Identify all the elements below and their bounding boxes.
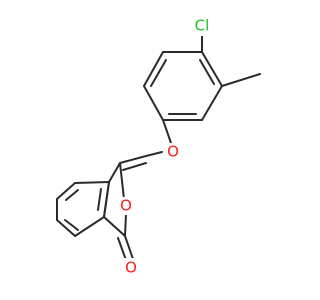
bond bbox=[117, 237, 127, 261]
atom-ring-oxygen: O bbox=[118, 197, 134, 215]
bond bbox=[74, 216, 105, 237]
bond bbox=[201, 51, 223, 87]
ring-oxygen-label: O bbox=[120, 197, 132, 215]
bond bbox=[56, 182, 76, 200]
bond bbox=[103, 216, 126, 237]
bond bbox=[122, 162, 147, 171]
bond bbox=[108, 162, 121, 183]
ether-oxygen-label: O bbox=[167, 143, 179, 161]
structure-canvas: Cl O O O bbox=[56, 16, 261, 278]
bond bbox=[56, 219, 76, 237]
bond bbox=[143, 51, 164, 87]
bond bbox=[124, 213, 127, 237]
bond bbox=[162, 119, 172, 144]
bond bbox=[65, 189, 79, 201]
carbonyl-oxygen-label: O bbox=[125, 259, 137, 277]
methyl-group bbox=[221, 73, 261, 87]
atom-chlorine: Cl bbox=[189, 16, 215, 36]
chemical-structure-diagram: Cl O O O bbox=[56, 16, 261, 278]
carbonyl-group bbox=[117, 235, 134, 261]
bond bbox=[199, 59, 215, 85]
benzo-ring bbox=[56, 181, 110, 237]
bond bbox=[119, 162, 125, 200]
atom-ether-oxygen: O bbox=[165, 143, 181, 161]
bond bbox=[74, 181, 110, 184]
bond bbox=[97, 188, 102, 211]
bond bbox=[103, 181, 110, 218]
bond bbox=[143, 85, 164, 121]
chlorine-label: Cl bbox=[195, 17, 210, 35]
chlorophenyl-ring bbox=[143, 51, 223, 121]
aryloxy-linker bbox=[145, 119, 172, 157]
bond bbox=[201, 85, 223, 121]
alkylidene-bond bbox=[119, 155, 147, 171]
bond bbox=[124, 235, 134, 260]
bond bbox=[119, 155, 147, 164]
bond bbox=[145, 151, 163, 157]
bond bbox=[150, 59, 167, 87]
bond bbox=[64, 219, 79, 231]
atom-carbonyl-oxygen: O bbox=[122, 258, 140, 278]
bond bbox=[221, 73, 261, 87]
